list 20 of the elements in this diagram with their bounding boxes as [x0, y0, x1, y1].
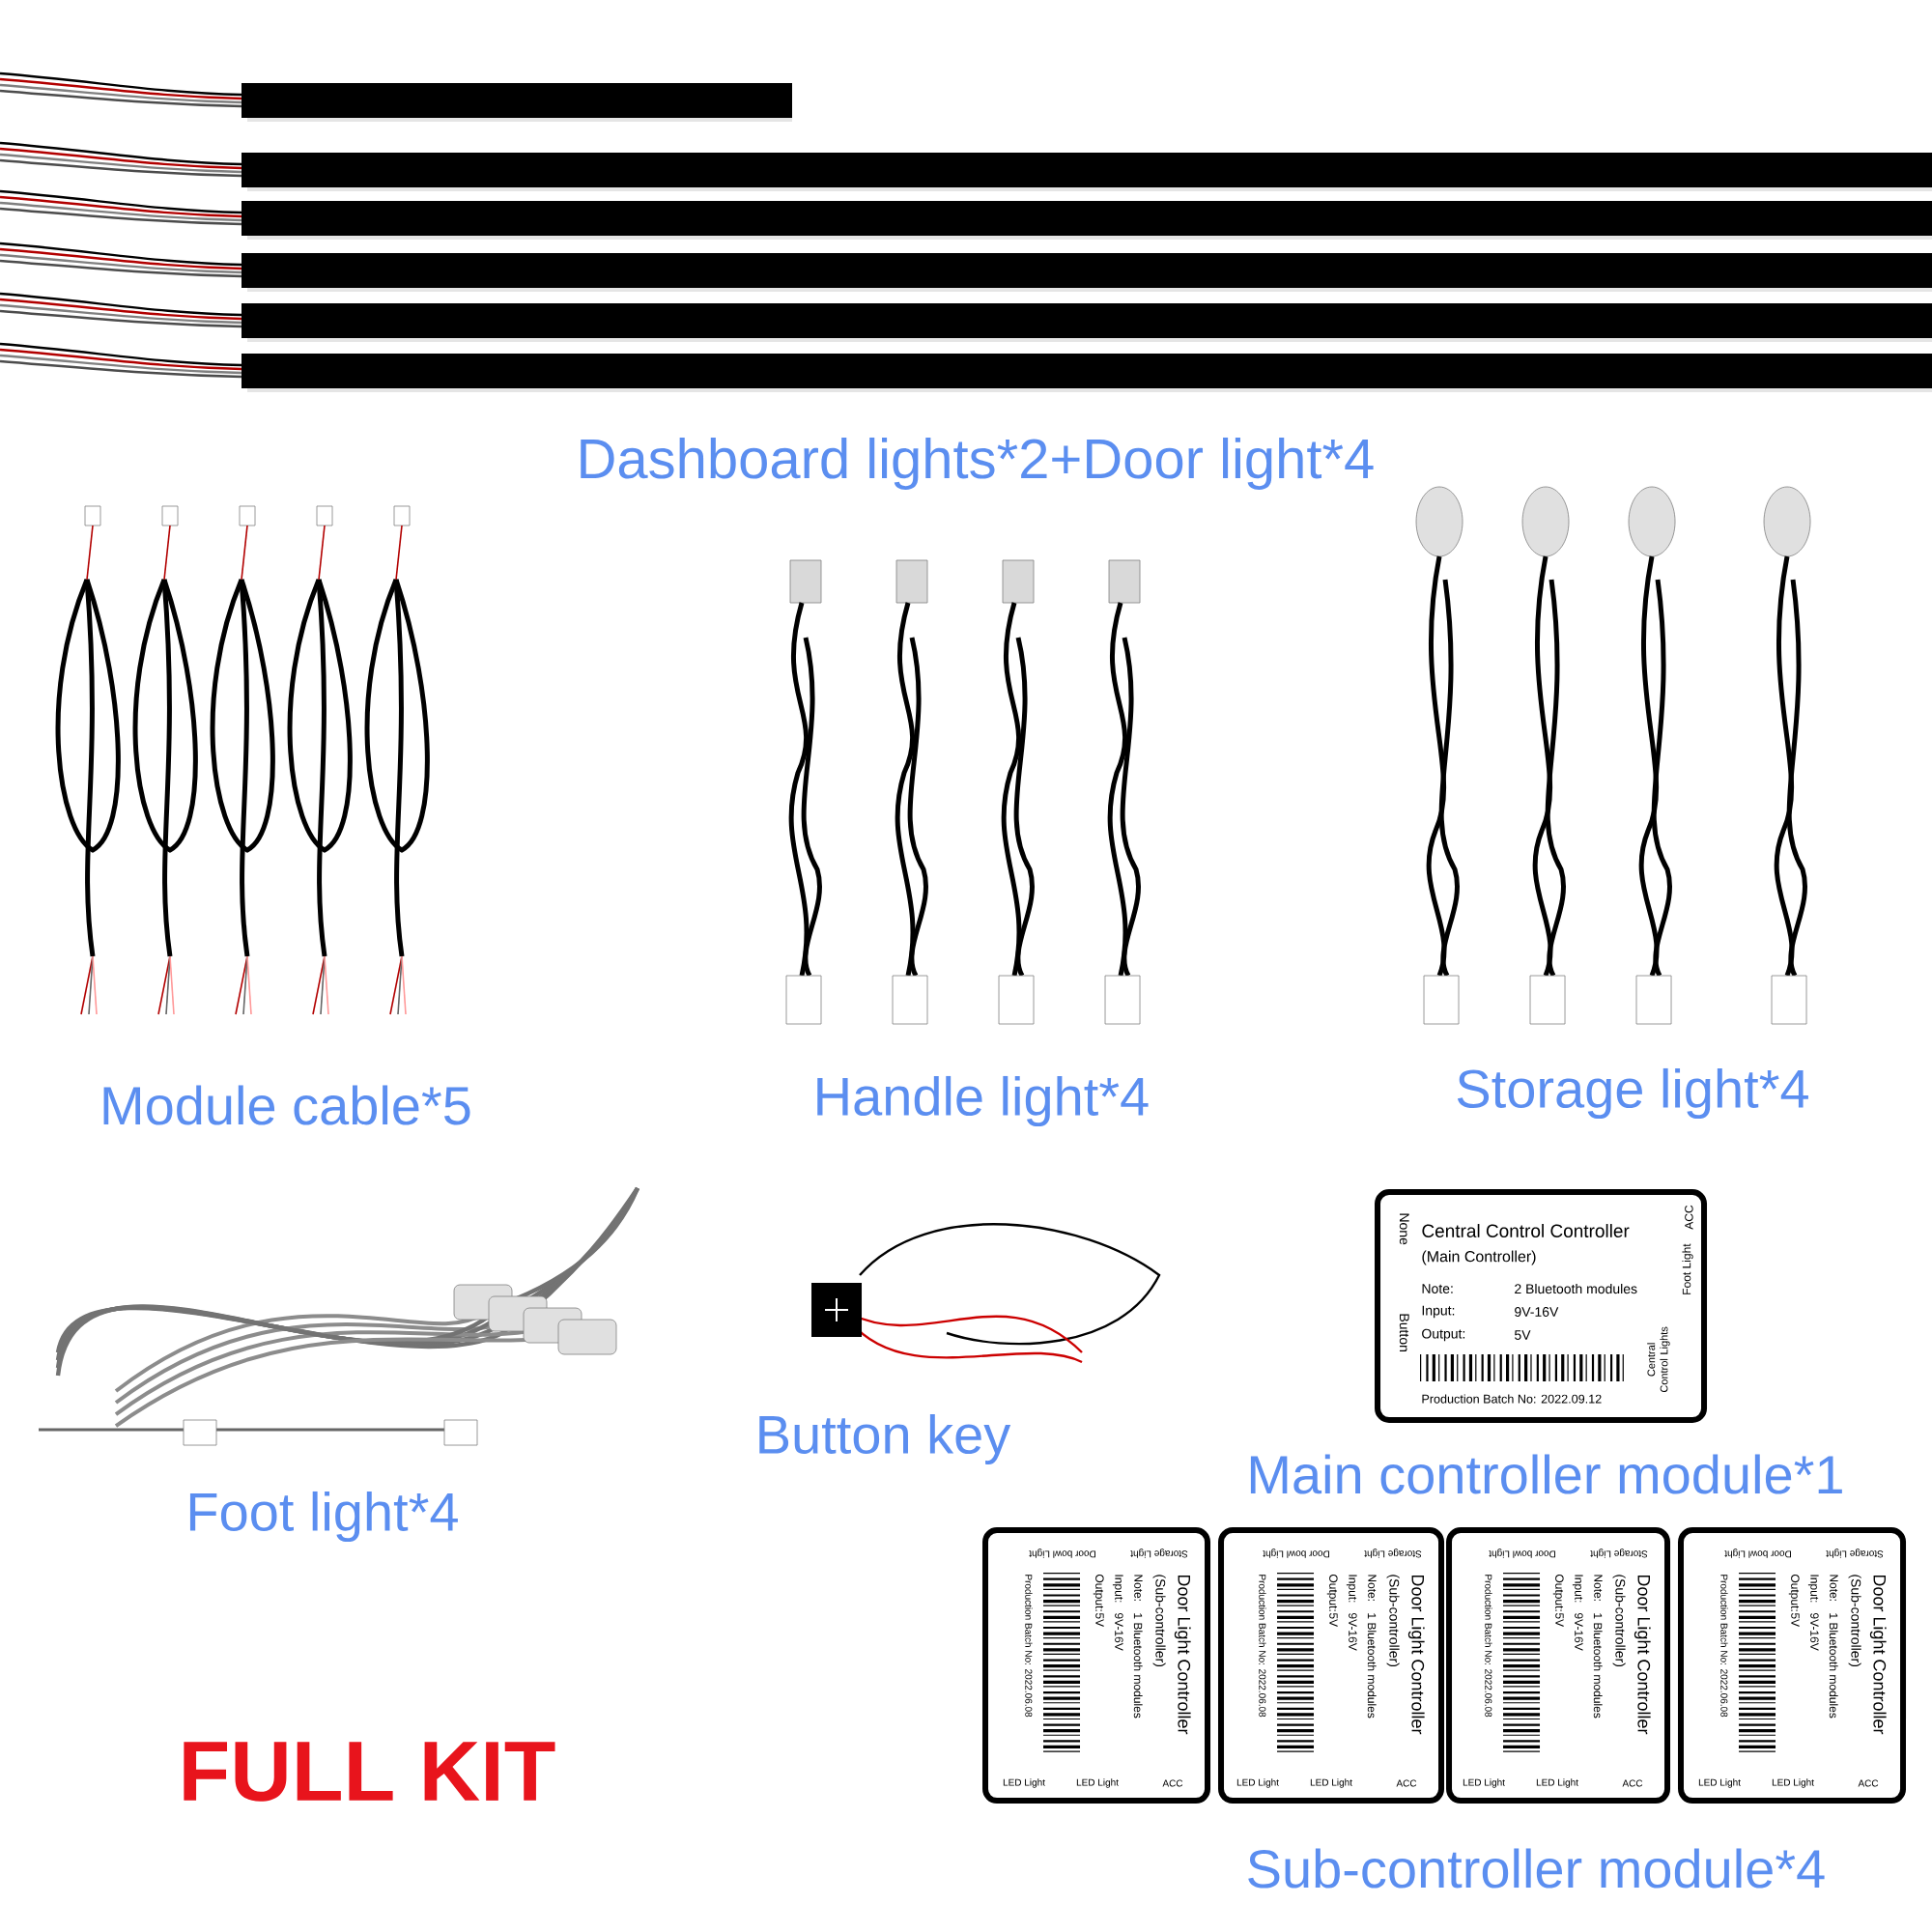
- label-text: Door Light Controller: [1634, 1575, 1651, 1735]
- caption: Storage light*4: [1457, 1067, 1808, 1120]
- caption: Foot light*4: [189, 1491, 458, 1543]
- controller-label: [1678, 1527, 1907, 1804]
- caption: Handle light*4: [817, 1075, 1149, 1127]
- controller-label: [1375, 1189, 1708, 1423]
- controller-label: [1446, 1527, 1671, 1804]
- caption: Dashboard lights*2+Door light*4: [581, 437, 1374, 491]
- caption: Sub-controller module*4: [1248, 1848, 1825, 1889]
- kit-title: FULL KIT: [184, 1742, 555, 1802]
- caption: Button key: [759, 1413, 1011, 1465]
- label-text: (Main Controller): [1422, 1250, 1536, 1265]
- label-text: Door Light Controller: [1174, 1575, 1191, 1735]
- controller-label: [982, 1527, 1210, 1804]
- label-text: Door Light Controller: [1407, 1575, 1425, 1735]
- controller-label: [1218, 1527, 1445, 1804]
- label-text: Central Control Controller: [1422, 1224, 1630, 1237]
- caption: Main controller module*1: [1250, 1454, 1842, 1494]
- label-text: Door Light Controller: [1869, 1575, 1887, 1735]
- caption: Module cable*5: [103, 1085, 470, 1125]
